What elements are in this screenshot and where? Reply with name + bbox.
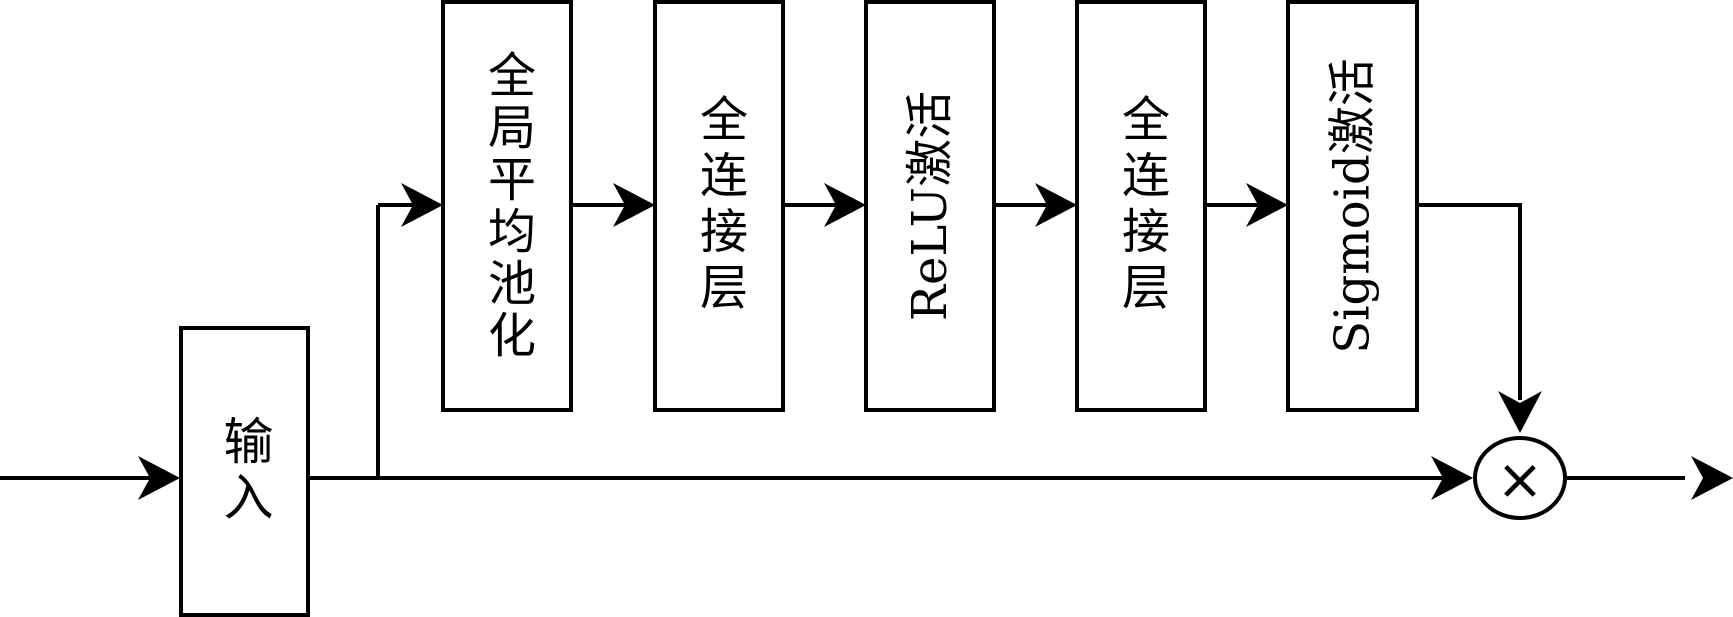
multiply-symbol: × [1497,448,1544,513]
gap-block: 全局平均池化 [441,0,573,412]
arrowhead-to-fc1 [613,183,655,227]
arrowhead-to-sigmoid [1246,183,1288,227]
input-label: 输入 [216,415,274,527]
multiply-circle [1473,436,1567,520]
arrowhead-output [1691,456,1733,500]
arrowhead-to-input [138,456,180,500]
fc1-label: 全连接层 [691,94,747,318]
arrowhead-to-fc2 [1035,183,1077,227]
arrowhead-to-gap [401,183,443,227]
gap-label: 全局平均池化 [479,50,535,362]
relu-label: ReLU激活 [902,91,958,321]
fc2-label: 全连接层 [1113,94,1169,318]
connection-wires [0,203,1685,480]
input-block: 输入 [179,326,310,617]
sigmoid-label: Sigmoid激活 [1325,58,1381,353]
multiply-node: × [1473,436,1567,520]
arrowheads [138,183,1733,500]
sigmoid-block: Sigmoid激活 [1286,0,1419,412]
arrowhead-to-multiply-top [1498,391,1542,433]
arrowhead-to-multiply-left [1431,456,1473,500]
relu-block: ReLU激活 [864,0,996,412]
arrowhead-to-relu [824,183,866,227]
wire-sigmoid-to-multiply [1417,203,1522,400]
fc2-block: 全连接层 [1075,0,1207,412]
fc1-block: 全连接层 [653,0,785,412]
